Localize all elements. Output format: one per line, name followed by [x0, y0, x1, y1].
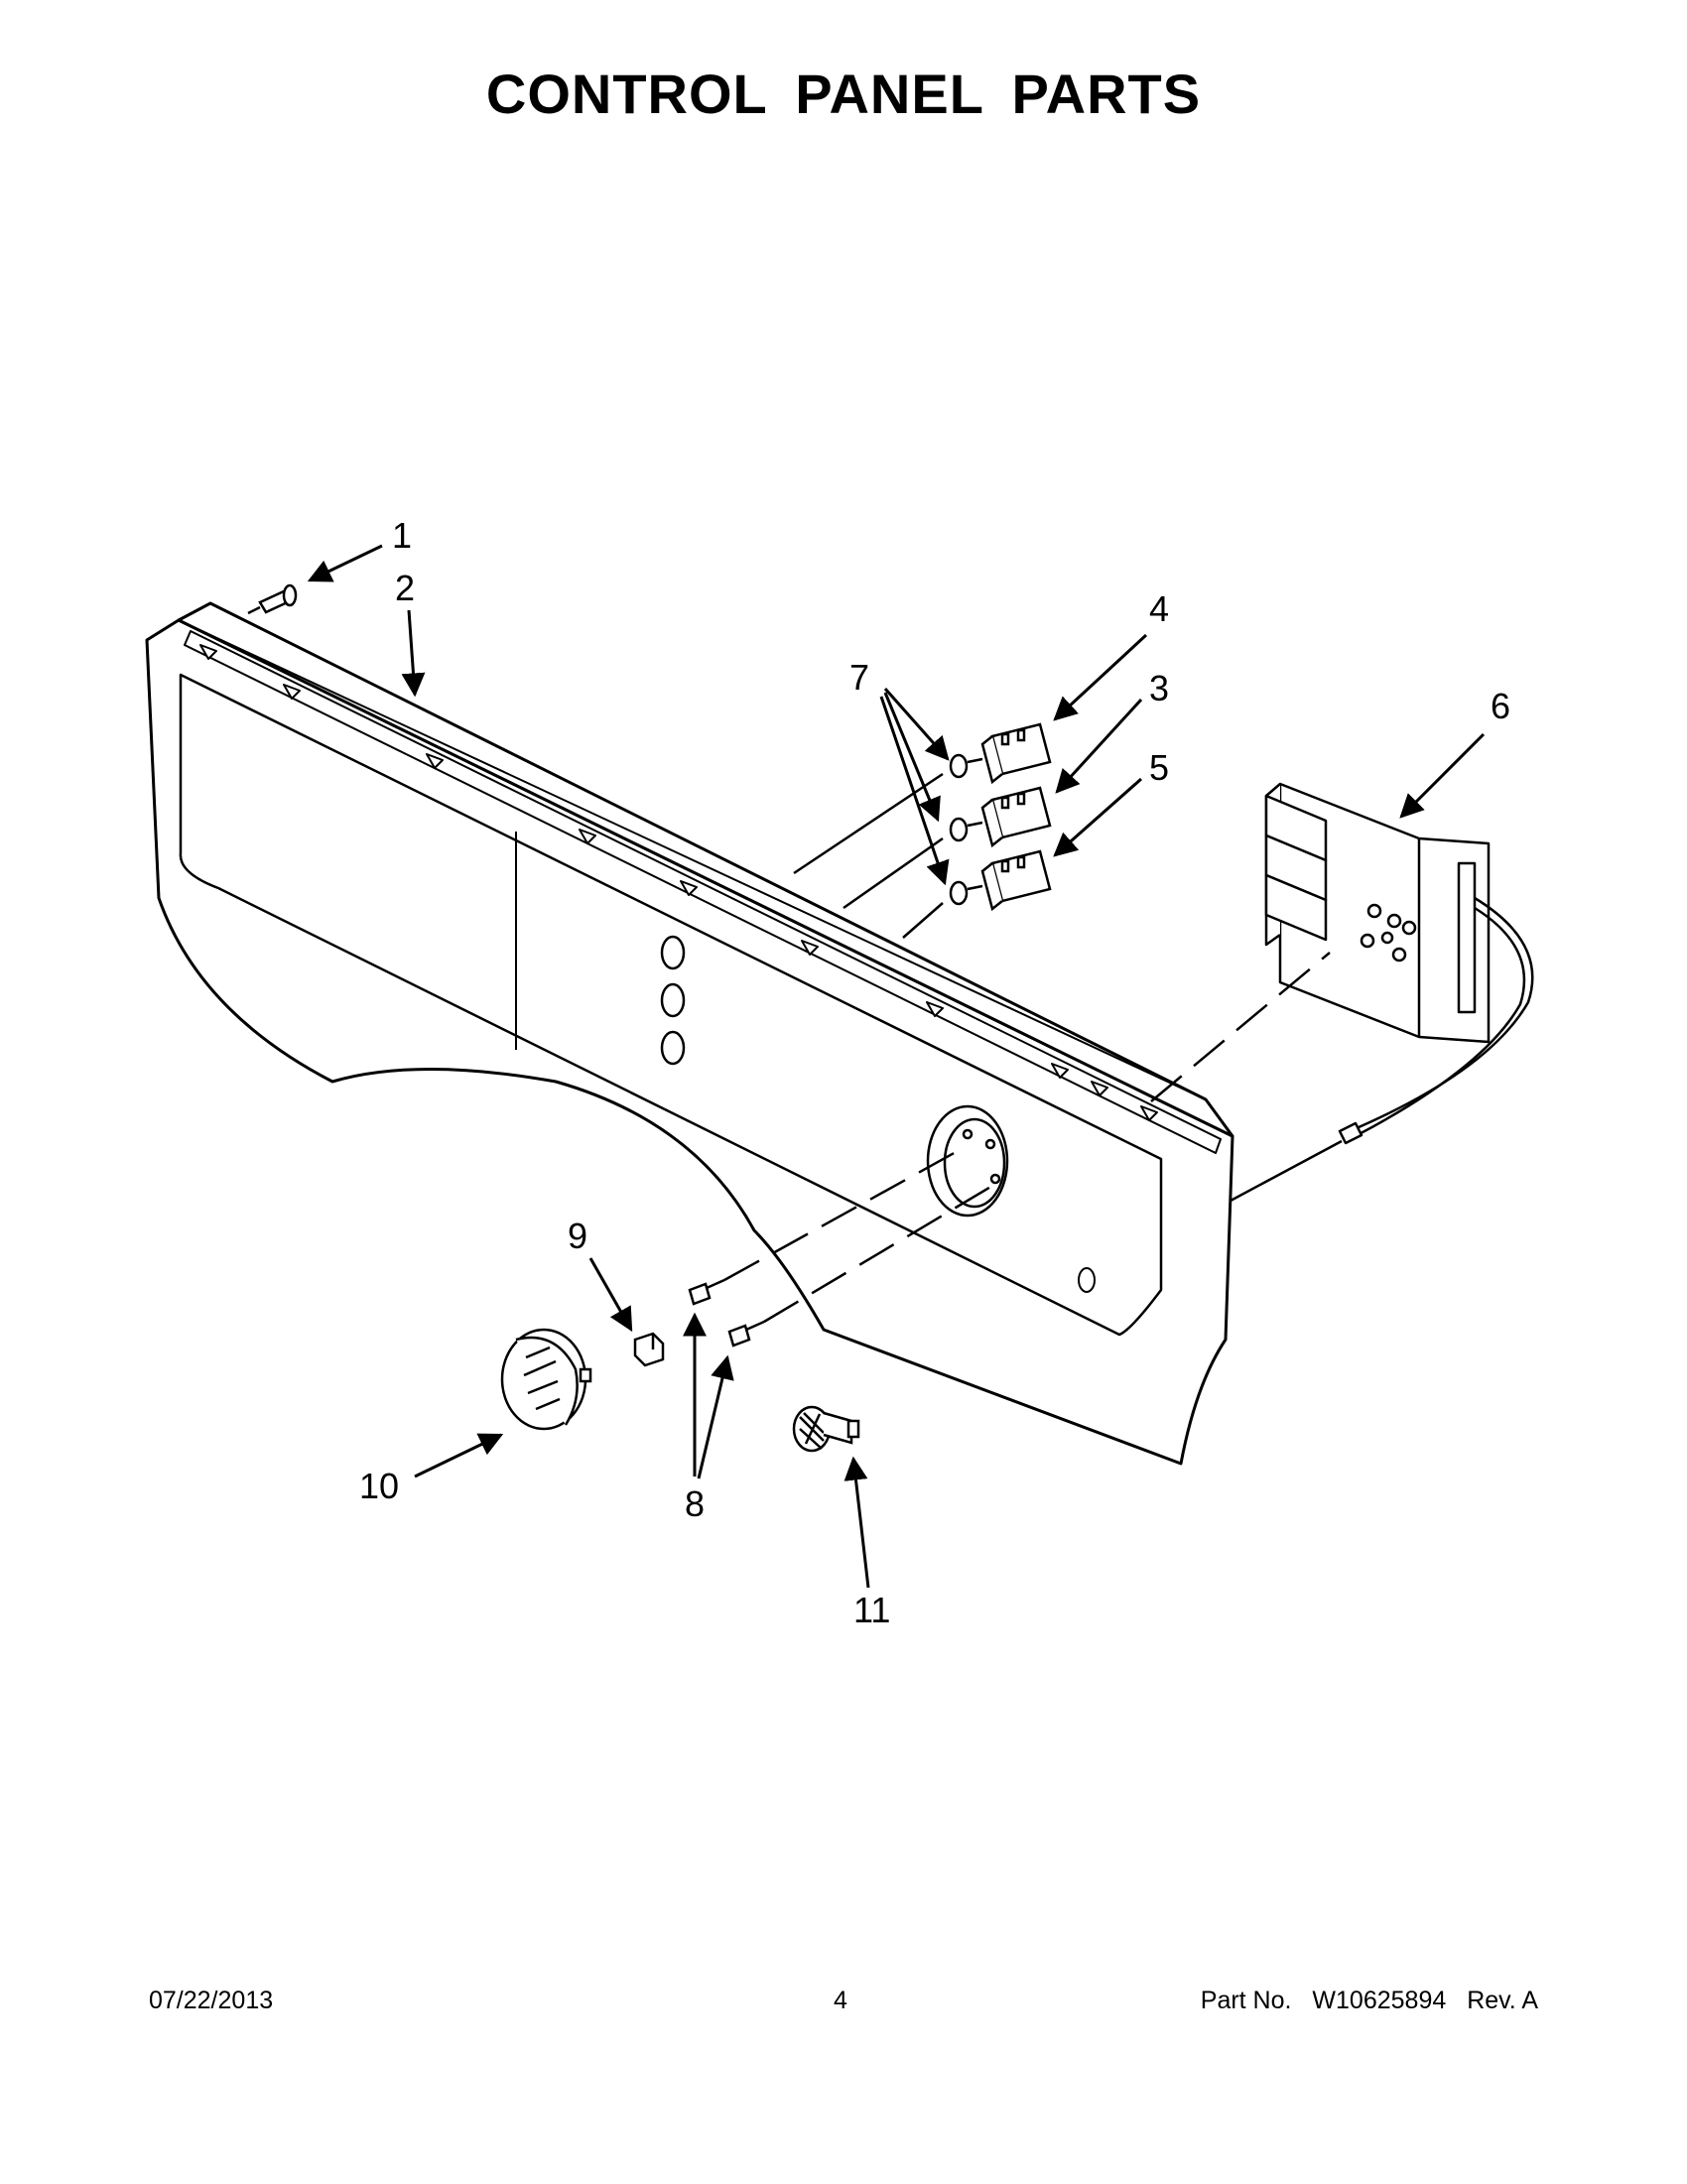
callout-8: 8 [685, 1483, 705, 1524]
switch-part-5 [949, 849, 1052, 912]
callout-6: 6 [1491, 686, 1510, 726]
page-title: CONTROL PANEL PARTS [485, 63, 1202, 125]
callout-11: 11 [853, 1590, 890, 1630]
revision: Rev. A [1467, 1987, 1538, 2014]
callout-9: 9 [568, 1216, 587, 1256]
callout-2: 2 [395, 568, 415, 608]
callout-10: 10 [359, 1466, 399, 1506]
callout-labels: 1 2 3 4 5 6 7 8 9 10 11 [359, 515, 1510, 1630]
knob-part-10 [500, 1328, 592, 1431]
part-label: Part No. [1200, 1987, 1292, 2014]
lens-part-11 [792, 1405, 860, 1453]
callout-1: 1 [392, 515, 412, 556]
switch-alignment-lines [793, 772, 944, 939]
screw-part-1 [247, 583, 298, 615]
part-number: W10625894 [1312, 1987, 1447, 2014]
console-panel [145, 601, 1234, 1466]
footer-part-number: Part No. W10625894 Rev. A [1187, 1987, 1538, 2015]
control-board-part-6 [1230, 782, 1534, 1203]
footer-date: 07/22/2013 [149, 1987, 274, 2014]
board-alignment-line [1150, 952, 1331, 1102]
callout-7: 7 [849, 657, 869, 698]
callout-4: 4 [1149, 588, 1169, 629]
footer-page-number: 4 [834, 1987, 847, 2014]
callout-3: 3 [1149, 668, 1169, 708]
screw-alignment-lines [723, 1149, 993, 1324]
nut-part-9 [633, 1332, 665, 1367]
switch-part-3 [949, 786, 1052, 848]
leader-arrows [307, 544, 1486, 1589]
callout-5: 5 [1149, 747, 1169, 788]
switch-part-4 [949, 722, 1052, 785]
screws-part-8 [688, 1278, 765, 1348]
